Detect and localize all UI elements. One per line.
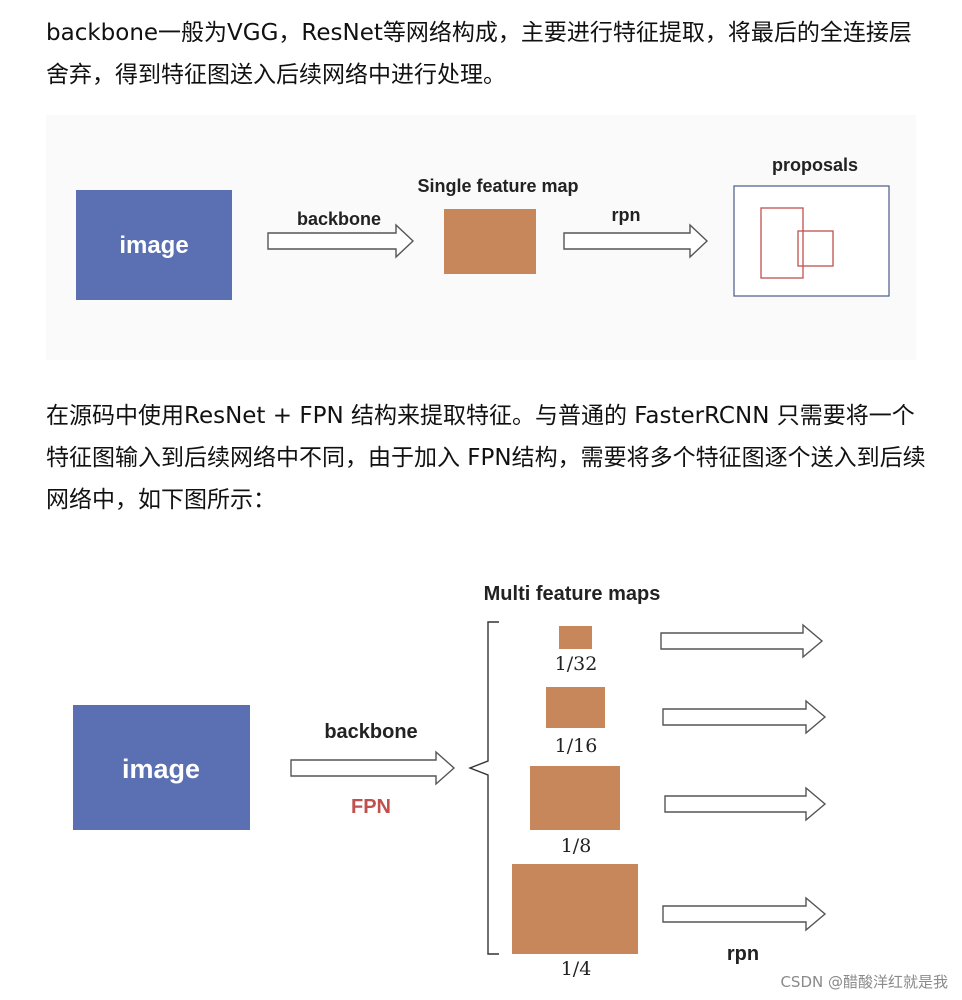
image-box bbox=[76, 190, 232, 300]
fpn-paragraph: 在源码中使用ResNet + FPN 结构来提取特征。与普通的 FasterRC… bbox=[46, 403, 926, 513]
rpn-label-fpn: rpn bbox=[727, 943, 759, 965]
backbone-arrow bbox=[267, 223, 415, 259]
scale-label-1-16: 1/16 bbox=[555, 735, 598, 757]
feature-bracket bbox=[468, 621, 499, 955]
csdn-watermark: CSDN @醋酸洋红就是我 bbox=[780, 973, 948, 991]
image-box-fpn bbox=[73, 705, 250, 830]
single-feature-map-diagram: image backbone Single feature map rpn pr… bbox=[46, 115, 916, 360]
proposals-frame bbox=[733, 185, 890, 297]
feature-map-1-8 bbox=[530, 766, 620, 830]
rpn-arrow-1-8 bbox=[664, 786, 827, 822]
feature-map-box bbox=[444, 209, 536, 274]
image-label: image bbox=[119, 232, 188, 259]
proposal-box-small bbox=[797, 230, 834, 267]
scale-label-1-32: 1/32 bbox=[555, 653, 598, 675]
feature-map-1-16 bbox=[546, 687, 605, 728]
proposals-label: proposals bbox=[772, 155, 858, 175]
backbone-label-fpn: backbone bbox=[324, 721, 417, 743]
rpn-label: rpn bbox=[612, 205, 641, 225]
intro-paragraph: backbone一般为VGG，ResNet等网络构成，主要进行特征提取，将最后的… bbox=[46, 20, 912, 88]
multi-feature-map-diagram: image backbone FPN Multi feature maps 1/… bbox=[46, 570, 916, 990]
scale-label-1-8: 1/8 bbox=[561, 835, 592, 857]
feature-map-1-32 bbox=[559, 626, 592, 649]
feature-map-label: Single feature map bbox=[417, 176, 578, 196]
backbone-label: backbone bbox=[297, 209, 381, 229]
scale-label-1-4: 1/4 bbox=[561, 958, 592, 980]
backbone-arrow-fpn bbox=[290, 750, 456, 786]
rpn-arrow bbox=[563, 223, 709, 259]
rpn-arrow-1-32 bbox=[660, 623, 824, 659]
image-label-fpn: image bbox=[122, 754, 200, 784]
feature-map-1-4 bbox=[512, 864, 638, 954]
fpn-label: FPN bbox=[351, 796, 391, 818]
rpn-arrow-1-16 bbox=[662, 699, 827, 735]
multi-feature-maps-title: Multi feature maps bbox=[484, 583, 661, 605]
proposal-box-large bbox=[760, 207, 804, 279]
rpn-arrow-1-4 bbox=[662, 896, 827, 932]
